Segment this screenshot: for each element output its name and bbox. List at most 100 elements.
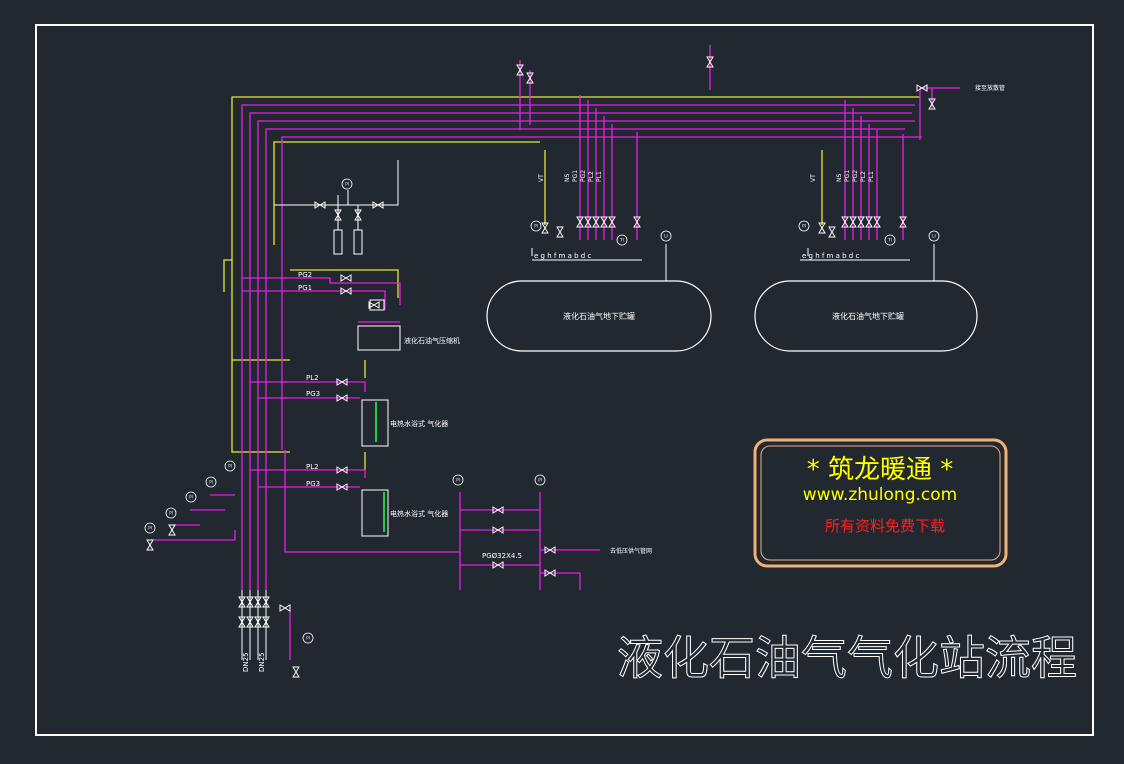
svg-text:LI: LI: [932, 234, 935, 239]
valve-symbol: [146, 539, 154, 551]
pressure-instrument: PI: [224, 460, 236, 472]
riser-tag: PG2: [852, 170, 859, 182]
valve-symbol: [576, 216, 584, 228]
pressure-instrument: PI: [530, 220, 542, 232]
drawing-title: 液化石油气气化站流程: [617, 631, 1077, 685]
valve-symbol: [492, 526, 504, 534]
riser-tag: PL2: [860, 171, 867, 182]
svg-text:PI: PI: [189, 495, 193, 500]
vaporizer-1: 电热水浴式 气化器: [361, 399, 448, 447]
watermark-brand: * 筑龙暖通 *: [807, 455, 954, 485]
riser-tag: PG2: [580, 170, 587, 182]
valve-symbol: [279, 604, 291, 612]
valve-symbol: [873, 216, 881, 228]
valve-symbol: [254, 596, 262, 608]
riser-tag: PG1: [572, 170, 579, 182]
riser-tag: NS: [836, 174, 843, 182]
pipe-tag-pg3-b: PG3: [306, 480, 320, 488]
vapor-lines: [223, 96, 920, 470]
vaporizer-2-label: 电热水浴式 气化器: [390, 509, 448, 518]
riser-tag: VT: [810, 174, 817, 182]
svg-text:PI: PI: [148, 526, 152, 531]
riser-tag: PG1: [844, 170, 851, 182]
valve-symbol: [916, 84, 928, 92]
riser-tag: PL1: [596, 171, 603, 182]
svg-text:PI: PI: [802, 224, 806, 229]
valve-symbol: [818, 222, 826, 234]
svg-text:PI: PI: [456, 478, 460, 483]
dn-label-1: DN25: [242, 652, 250, 672]
storage-tank-2: 液化石油气地下贮罐 e g h f m a b d c: [754, 244, 978, 352]
svg-text:PI: PI: [209, 480, 213, 485]
drawing-frame: [35, 24, 1094, 736]
dn-labels: DN25 DN25: [242, 652, 266, 672]
valve-symbol: [336, 466, 348, 474]
storage-tank-1: 液化石油气地下贮罐 e g h f m a b d c: [486, 244, 712, 352]
watermark-slogan: 所有资料免费下载: [825, 517, 945, 535]
pipe-tags: PG2 PG1 PL2 PG3 PL2 PG3 PGØ32X4.5 去低压供气管…: [298, 84, 1005, 560]
valve-symbol: [314, 201, 326, 209]
valve-symbol: [262, 616, 270, 628]
valve-symbol: [292, 666, 300, 678]
vaporizer-2: 电热水浴式 气化器: [361, 489, 448, 537]
pressure-instrument: PI: [302, 632, 314, 644]
svg-text:PI: PI: [169, 511, 173, 516]
valve-symbol: [849, 216, 857, 228]
valve-symbol: [556, 226, 564, 238]
tank-1-nozzles: e g h f m a b d c: [534, 252, 591, 260]
pipe-tag-pl2-a: PL2: [306, 374, 319, 382]
compressor-unit: 液化石油气压缩机: [357, 299, 460, 351]
annotation-outlet: 去低压供气管网: [610, 547, 652, 555]
valve-symbol: [592, 216, 600, 228]
tank-2-nozzles: e g h f m a b d c: [802, 252, 859, 260]
valve-symbol: [828, 226, 836, 238]
valve-symbol: [857, 216, 865, 228]
dn-label-2: DN25: [258, 652, 266, 672]
watermark-box: * 筑龙暖通 * www.zhulong.com 所有资料免费下载: [753, 438, 1008, 568]
svg-text:PI: PI: [228, 464, 232, 469]
riser-tag: PL1: [868, 171, 875, 182]
vaporizer-1-label: 电热水浴式 气化器: [390, 419, 448, 428]
valve-symbol: [600, 216, 608, 228]
valve-symbol: [492, 506, 504, 514]
pipe-tag-pg1: PG1: [298, 284, 312, 292]
valve-symbol: [865, 216, 873, 228]
temperature-instrument: TI: [884, 234, 896, 246]
valve-symbol: [336, 483, 348, 491]
valve-symbol: [336, 378, 348, 386]
pipe-tag-manifold: PGØ32X4.5: [482, 552, 522, 560]
pressure-instrument: PI: [534, 474, 546, 486]
pipe-tag-pl2-b: PL2: [306, 463, 319, 471]
valve-symbol: [526, 72, 534, 84]
valve-symbol: [354, 209, 362, 221]
valve-symbol: [336, 394, 348, 402]
valve-symbol: [262, 596, 270, 608]
pressure-instrument: PI: [452, 474, 464, 486]
valve-symbol: [706, 56, 714, 68]
pipe-tag-pg3-a: PG3: [306, 390, 320, 398]
riser-tag: VT: [538, 174, 545, 182]
tank-2-label: 液化石油气地下贮罐: [832, 311, 904, 321]
valve-symbol: [928, 98, 936, 110]
valve-symbol: [368, 301, 380, 309]
valve-symbol: [541, 222, 549, 234]
riser-tag: NS: [564, 174, 571, 182]
tank-1-label: 液化石油气地下贮罐: [563, 311, 635, 321]
valve-symbol: [246, 596, 254, 608]
level-instrument: LI: [928, 230, 940, 242]
svg-text:TI: TI: [887, 238, 892, 243]
pressure-instrument: PI: [185, 491, 197, 503]
annotation-top-right: 接至放散管: [975, 84, 1005, 92]
valve-symbol: [841, 216, 849, 228]
gas-cylinders: [333, 229, 363, 255]
pressure-instrument: PI: [341, 178, 353, 190]
pressure-instrument: PI: [144, 522, 156, 534]
svg-text:PI: PI: [306, 636, 310, 641]
svg-text:PI: PI: [538, 478, 542, 483]
valve-symbols: [146, 56, 936, 678]
valve-symbol: [544, 569, 556, 577]
valve-symbol: [246, 616, 254, 628]
